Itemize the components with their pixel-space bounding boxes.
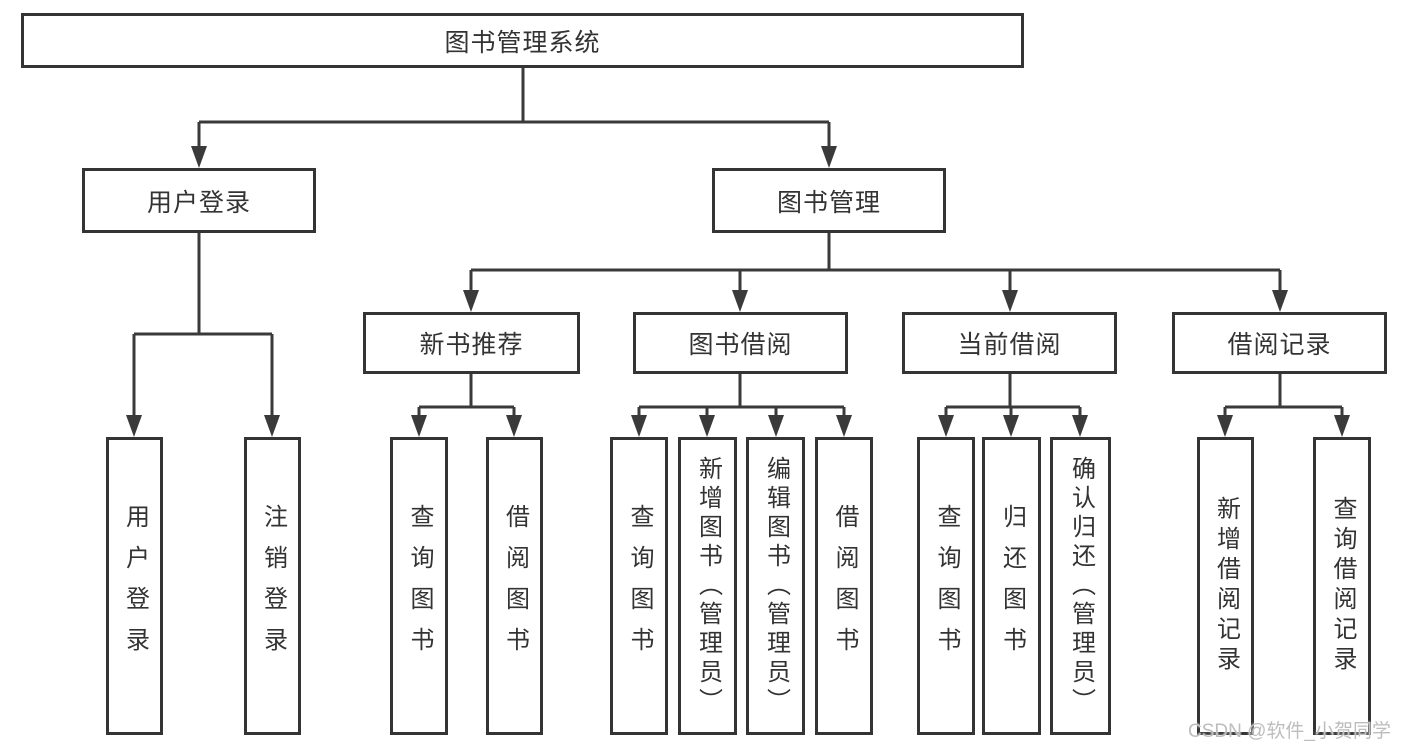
node-root-label: 图书管理系统: [444, 28, 601, 57]
leaf-borrow-edit-books-label: 编辑图书（管理员）: [762, 455, 790, 717]
leaf-logout-label: 注销登录: [259, 504, 287, 668]
leaf-borrow-borrow-books: 借阅图书: [815, 437, 873, 735]
leaf-current-return-books: 归还图书: [982, 437, 1041, 735]
leaf-logout: 注销登录: [244, 437, 301, 735]
leaf-borrow-add-books: 新增图书（管理员）: [678, 437, 737, 735]
leaf-current-return-books-label: 归还图书: [998, 504, 1026, 668]
node-user-login-label: 用户登录: [146, 188, 251, 217]
node-new-book-recommend: 新书推荐: [363, 312, 580, 374]
csdn-watermark: CSDN @软件_小贺同学: [1188, 721, 1391, 742]
leaf-borrow-query-books-label: 查询图书: [626, 504, 653, 668]
leaf-current-confirm-return-label: 确认归还（管理员）: [1067, 455, 1095, 717]
leaf-records-add-label: 新增借阅记录: [1212, 496, 1240, 676]
leaf-borrow-add-books-label: 新增图书（管理员）: [694, 455, 722, 717]
node-book-borrow: 图书借阅: [633, 312, 848, 374]
leaf-recommend-borrow-books: 借阅图书: [486, 437, 543, 735]
node-current-borrow-label: 当前借阅: [957, 331, 1062, 359]
leaf-records-add: 新增借阅记录: [1197, 437, 1254, 735]
leaf-recommend-borrow-books-label: 借阅图书: [501, 504, 529, 668]
leaf-recommend-query-books: 查询图书: [390, 437, 448, 735]
leaf-borrow-query-books: 查询图书: [610, 437, 668, 735]
node-new-book-recommend-label: 新书推荐: [419, 331, 524, 359]
node-book-borrow-label: 图书借阅: [688, 331, 793, 359]
leaf-records-query: 查询借阅记录: [1313, 437, 1371, 735]
leaf-records-query-label: 查询借阅记录: [1329, 496, 1356, 676]
leaf-current-confirm-return: 确认归还（管理员）: [1050, 437, 1111, 735]
node-borrow-records-label: 借阅记录: [1227, 331, 1332, 359]
node-book-management: 图书管理: [712, 168, 946, 233]
leaf-user-login: 用户登录: [106, 437, 163, 735]
leaf-user-login-label: 用户登录: [121, 504, 149, 668]
leaf-current-query-books: 查询图书: [917, 437, 975, 735]
node-borrow-records: 借阅记录: [1172, 312, 1387, 374]
leaf-borrow-edit-books: 编辑图书（管理员）: [746, 437, 805, 735]
leaf-borrow-borrow-books-label: 借阅图书: [831, 504, 858, 668]
node-user-login: 用户登录: [82, 168, 316, 233]
leaf-recommend-query-books-label: 查询图书: [406, 504, 433, 668]
node-book-management-label: 图书管理: [776, 188, 881, 217]
node-current-borrow: 当前借阅: [902, 312, 1117, 374]
node-root: 图书管理系统: [21, 13, 1024, 68]
leaf-current-query-books-label: 查询图书: [933, 504, 960, 668]
